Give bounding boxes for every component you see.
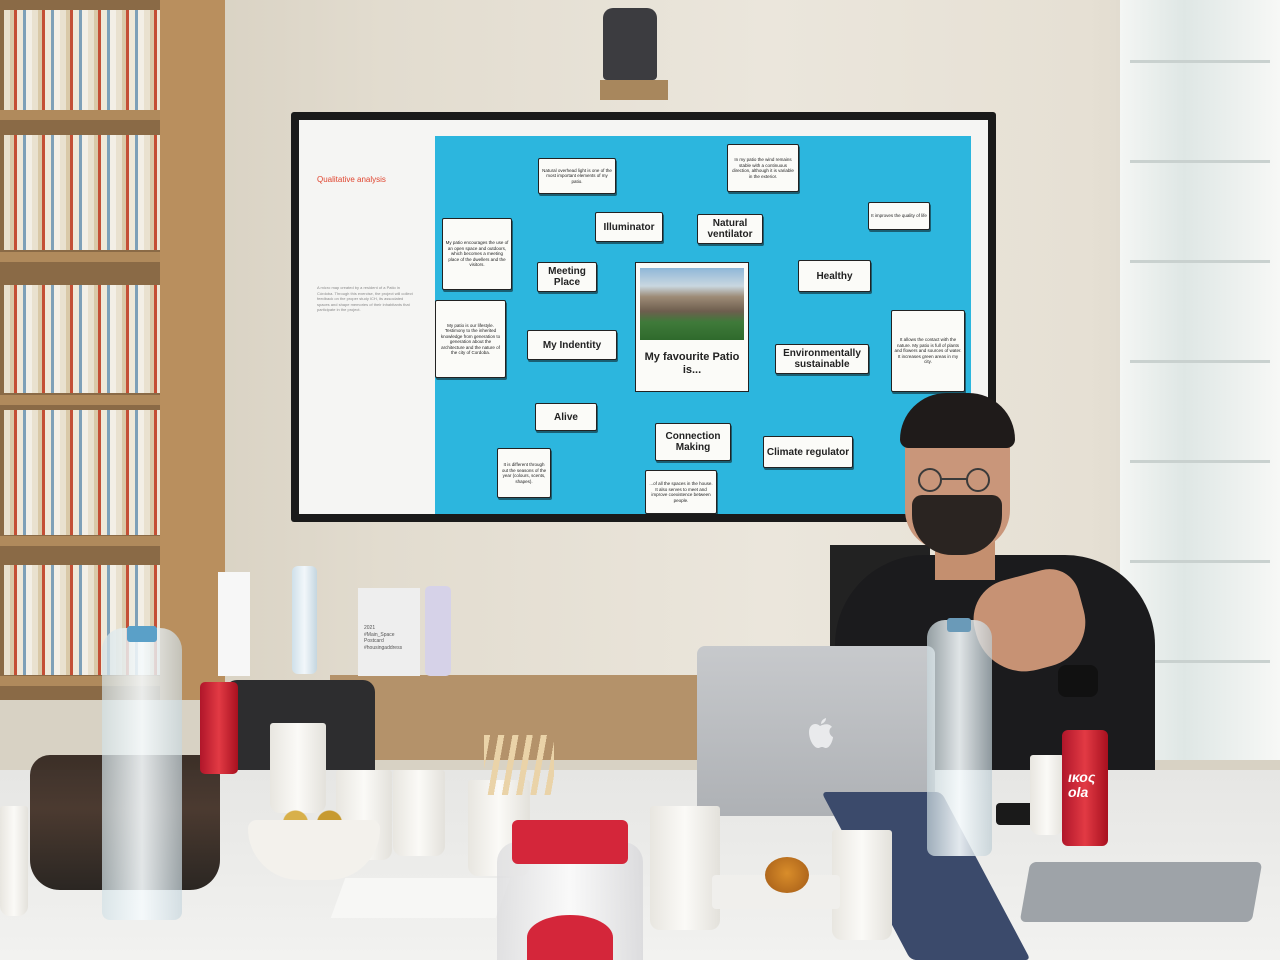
note-spaces: ...of all the spaces in the house. It al… xyxy=(645,470,717,514)
card-healthy: Healthy xyxy=(798,260,871,292)
closed-laptop xyxy=(1019,862,1263,922)
glasses-icon xyxy=(918,468,990,492)
window-slat xyxy=(1130,360,1270,363)
paper-cup-stack xyxy=(650,806,720,930)
hand-sanitizer xyxy=(425,586,451,676)
window-slat xyxy=(1130,560,1270,563)
window-slat xyxy=(1130,160,1270,163)
card-climate-regulator: Climate regulator xyxy=(763,436,853,468)
bottle-label xyxy=(527,915,613,960)
shelf xyxy=(0,676,165,686)
note-nature: It allows the contact with the nature. M… xyxy=(891,310,965,392)
paper-cup xyxy=(832,830,892,940)
paper-cup xyxy=(270,723,326,813)
apple-logo-icon xyxy=(809,718,833,748)
center-card-text: My favourite Patio is... xyxy=(644,351,740,376)
presenter-beard xyxy=(912,495,1002,555)
window-slat xyxy=(1130,260,1270,263)
note-lifestyle: My patio is our lifestyle. Testimony to … xyxy=(435,300,506,378)
card-alive: Alive xyxy=(535,403,597,431)
paper-cup xyxy=(393,770,445,856)
note-wind: In my patio the wind remains stable with… xyxy=(727,144,799,192)
document-stand-text: 2021 #Main_Space Postcard #housingaddres… xyxy=(364,625,403,651)
slide-title: Qualitative analysis xyxy=(317,175,386,184)
note-natural-light: Natural overhead light is one of the mos… xyxy=(538,158,616,194)
card-environmentally-sustainable: Environmentally sustainable xyxy=(775,344,869,374)
water-bottle-cap xyxy=(947,618,971,632)
paper-cup xyxy=(0,806,28,916)
pastry xyxy=(765,857,809,893)
note-seasons: It is different through out the seasons … xyxy=(497,448,551,498)
shelf xyxy=(0,110,165,120)
bowl xyxy=(248,820,380,880)
bookcase-upright xyxy=(160,0,225,700)
mind-map-board: My favourite Patio is... Illuminator Nat… xyxy=(435,136,971,514)
water-bottle-cap xyxy=(127,626,157,642)
water-bottle-left xyxy=(102,628,182,920)
napkin xyxy=(330,878,511,918)
note-quality-of-life: It improves the quality of life xyxy=(868,202,930,230)
window-slat xyxy=(1130,660,1270,663)
slide-description: A micro map created by a resident of a P… xyxy=(317,285,413,312)
soda-can-label: ικος ola xyxy=(1068,769,1096,800)
note-encourages: My patio encourages the use of an open s… xyxy=(442,218,512,290)
document-stand xyxy=(358,588,420,676)
wooden-stirrers xyxy=(484,735,554,795)
soda-can xyxy=(1062,730,1108,846)
window-slat xyxy=(1130,460,1270,463)
presentation-slide: Qualitative analysis A micro map created… xyxy=(299,120,988,514)
card-connection-making: Connection Making xyxy=(655,423,731,461)
patio-photo xyxy=(640,268,744,340)
shelf xyxy=(0,395,165,405)
card-illuminator: Illuminator xyxy=(595,212,663,242)
book-row xyxy=(4,135,160,250)
card-natural-ventilator: Natural ventilator xyxy=(697,214,763,244)
book-row xyxy=(4,285,160,393)
smartwatch xyxy=(1058,665,1098,697)
card-my-indentity: My Indentity xyxy=(527,330,617,360)
water-bottle-right xyxy=(927,620,992,856)
presenter-hair xyxy=(900,393,1015,448)
paper-cup xyxy=(1030,755,1064,835)
book-row xyxy=(4,10,160,110)
shelf xyxy=(0,536,165,546)
book-row xyxy=(4,410,160,535)
card-meeting-place: Meeting Place xyxy=(537,262,597,292)
shelf xyxy=(0,252,165,262)
bottle-cap xyxy=(512,820,628,864)
paper-towel-roll xyxy=(218,572,250,676)
spray-bottle xyxy=(292,566,317,674)
center-card: My favourite Patio is... xyxy=(635,262,749,392)
window-slat xyxy=(1130,60,1270,63)
camera-shelf xyxy=(600,80,668,100)
soda-can-back xyxy=(200,682,238,774)
ptz-camera xyxy=(603,8,657,80)
